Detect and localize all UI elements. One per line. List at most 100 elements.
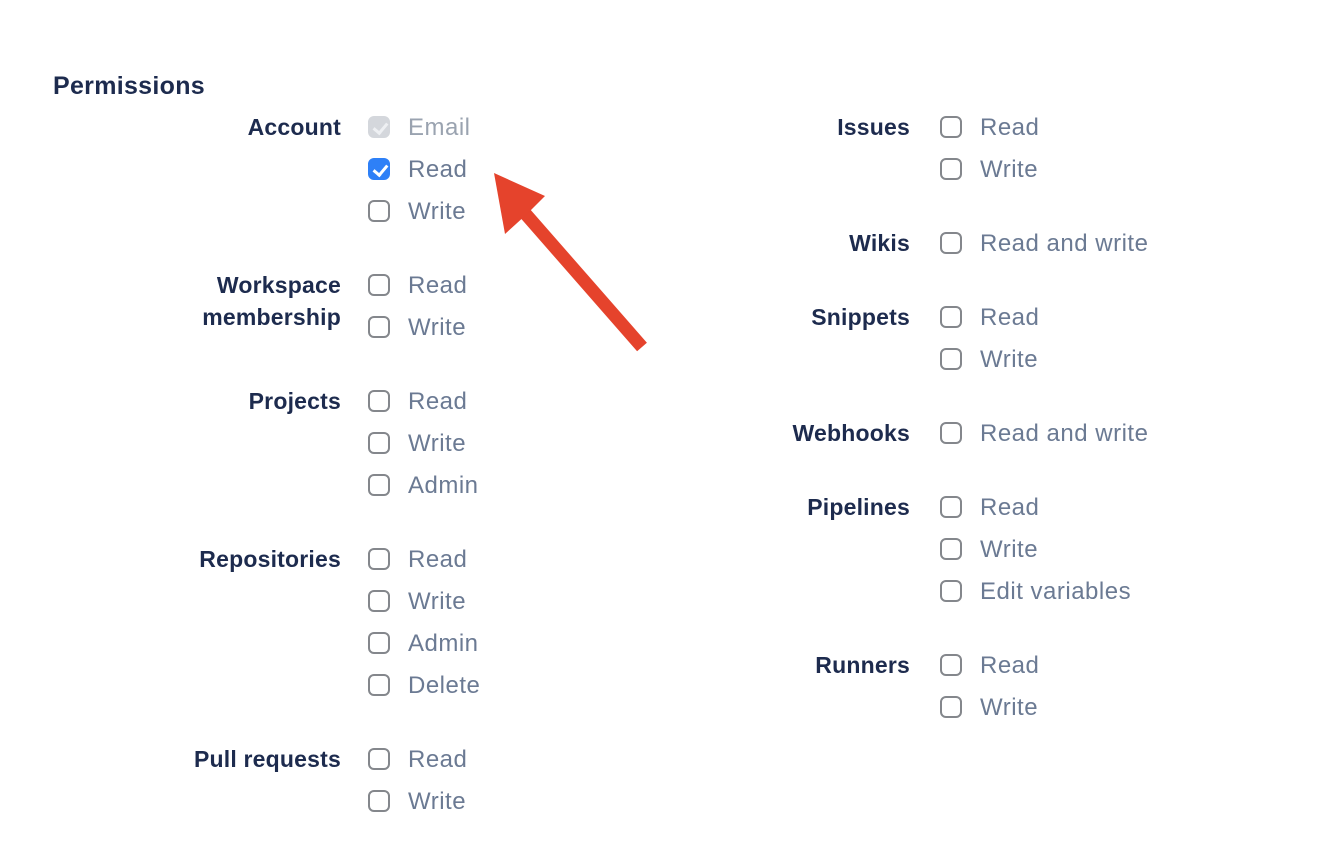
perm-group-workspace-membership: Workspace membership Read Write: [165, 264, 480, 348]
option-label-read-and-write: Read and write: [980, 230, 1149, 257]
option-repositories-read[interactable]: Read: [368, 538, 480, 580]
option-label-admin: Admin: [408, 472, 479, 499]
options-runners: Read Write: [940, 644, 1039, 728]
checkbox-projects-write[interactable]: [368, 432, 390, 454]
option-repositories-admin[interactable]: Admin: [368, 622, 480, 664]
option-account-read[interactable]: Read: [368, 148, 471, 190]
checkbox-repositories-read[interactable]: [368, 548, 390, 570]
option-label-read: Read: [408, 746, 468, 773]
checkbox-projects-admin[interactable]: [368, 474, 390, 496]
option-workspace-write[interactable]: Write: [368, 306, 467, 348]
perm-group-runners: Runners Read Write: [760, 644, 1148, 728]
option-label-edit-variables: Edit variables: [980, 578, 1132, 605]
checkbox-repositories-admin[interactable]: [368, 632, 390, 654]
checkbox-workspace-read[interactable]: [368, 274, 390, 296]
checkbox-issues-write[interactable]: [940, 158, 962, 180]
checkbox-pipelines-edit-variables[interactable]: [940, 580, 962, 602]
checkbox-pipelines-write[interactable]: [940, 538, 962, 560]
checkbox-account-read[interactable]: [368, 158, 390, 180]
option-pipelines-write[interactable]: Write: [940, 528, 1131, 570]
group-label-wikis: Wikis: [849, 230, 910, 256]
option-label-write: Write: [408, 198, 467, 225]
options-account: Email Read Write: [368, 106, 471, 232]
option-label-read: Read: [980, 114, 1040, 141]
option-webhooks-read-and-write[interactable]: Read and write: [940, 412, 1148, 454]
option-pipelines-edit-variables[interactable]: Edit variables: [940, 570, 1131, 612]
group-label-workspace-membership: Workspace membership: [202, 272, 341, 330]
options-snippets: Read Write: [940, 296, 1039, 380]
permissions-heading: Permissions: [53, 71, 205, 100]
option-wikis-read-and-write[interactable]: Read and write: [940, 222, 1148, 264]
checkbox-pull-requests-write[interactable]: [368, 790, 390, 812]
option-label-read: Read: [408, 272, 468, 299]
checkbox-issues-read[interactable]: [940, 116, 962, 138]
checkbox-repositories-delete[interactable]: [368, 674, 390, 696]
red-arrow-head: [494, 173, 545, 234]
options-projects: Read Write Admin: [368, 380, 479, 506]
option-pipelines-read[interactable]: Read: [940, 486, 1131, 528]
group-label-pull-requests: Pull requests: [193, 746, 341, 772]
option-account-email: Email: [368, 106, 471, 148]
option-projects-write[interactable]: Write: [368, 422, 479, 464]
options-wikis: Read and write: [940, 222, 1148, 264]
group-label-pipelines: Pipelines: [807, 494, 910, 520]
checkbox-runners-write[interactable]: [940, 696, 962, 718]
option-label-delete: Delete: [408, 672, 481, 699]
option-workspace-read[interactable]: Read: [368, 264, 467, 306]
checkbox-webhooks-read-and-write[interactable]: [940, 422, 962, 444]
perm-group-pipelines: Pipelines Read Write Edit variables: [760, 486, 1148, 612]
group-label-snippets: Snippets: [811, 304, 910, 330]
perm-group-account: Account Email Read Write: [165, 106, 480, 232]
checkbox-pull-requests-read[interactable]: [368, 748, 390, 770]
perm-group-snippets: Snippets Read Write: [760, 296, 1148, 380]
option-repositories-delete[interactable]: Delete: [368, 664, 480, 706]
perm-group-webhooks: Webhooks Read and write: [760, 412, 1148, 454]
option-label-read-and-write: Read and write: [980, 420, 1149, 447]
perm-group-wikis: Wikis Read and write: [760, 222, 1148, 264]
option-projects-admin[interactable]: Admin: [368, 464, 479, 506]
perm-group-projects: Projects Read Write Admin: [165, 380, 480, 506]
option-label-write: Write: [980, 536, 1039, 563]
option-runners-write[interactable]: Write: [940, 686, 1039, 728]
checkbox-workspace-write[interactable]: [368, 316, 390, 338]
option-issues-read[interactable]: Read: [940, 106, 1039, 148]
perm-group-pull-requests: Pull requests Read Write: [165, 738, 480, 822]
red-arrow-shaft: [518, 206, 647, 352]
option-label-read: Read: [408, 156, 468, 183]
checkbox-snippets-write[interactable]: [940, 348, 962, 370]
option-snippets-read[interactable]: Read: [940, 296, 1039, 338]
perm-group-repositories: Repositories Read Write Admin Delete: [165, 538, 480, 706]
perm-group-issues: Issues Read Write: [760, 106, 1148, 190]
checkbox-account-email: [368, 116, 390, 138]
option-label-read: Read: [980, 304, 1040, 331]
group-label-account: Account: [247, 114, 341, 140]
option-label-write: Write: [980, 694, 1039, 721]
option-label-email: Email: [408, 114, 471, 141]
option-label-write: Write: [980, 156, 1039, 183]
checkbox-runners-read[interactable]: [940, 654, 962, 676]
options-webhooks: Read and write: [940, 412, 1148, 454]
option-label-write: Write: [980, 346, 1039, 373]
option-pull-requests-read[interactable]: Read: [368, 738, 467, 780]
option-label-read: Read: [980, 652, 1040, 679]
option-label-write: Write: [408, 588, 467, 615]
option-runners-read[interactable]: Read: [940, 644, 1039, 686]
option-projects-read[interactable]: Read: [368, 380, 479, 422]
permissions-left-column: Account Email Read Write Workspace membe…: [165, 106, 480, 854]
options-issues: Read Write: [940, 106, 1039, 190]
checkbox-snippets-read[interactable]: [940, 306, 962, 328]
option-snippets-write[interactable]: Write: [940, 338, 1039, 380]
option-repositories-write[interactable]: Write: [368, 580, 480, 622]
checkbox-repositories-write[interactable]: [368, 590, 390, 612]
checkbox-account-write[interactable]: [368, 200, 390, 222]
options-workspace-membership: Read Write: [368, 264, 467, 348]
group-label-repositories: Repositories: [199, 546, 341, 572]
checkbox-wikis-read-and-write[interactable]: [940, 232, 962, 254]
option-label-write: Write: [408, 430, 467, 457]
option-pull-requests-write[interactable]: Write: [368, 780, 467, 822]
checkbox-projects-read[interactable]: [368, 390, 390, 412]
option-issues-write[interactable]: Write: [940, 148, 1039, 190]
group-label-runners: Runners: [815, 652, 910, 678]
checkbox-pipelines-read[interactable]: [940, 496, 962, 518]
option-account-write[interactable]: Write: [368, 190, 471, 232]
